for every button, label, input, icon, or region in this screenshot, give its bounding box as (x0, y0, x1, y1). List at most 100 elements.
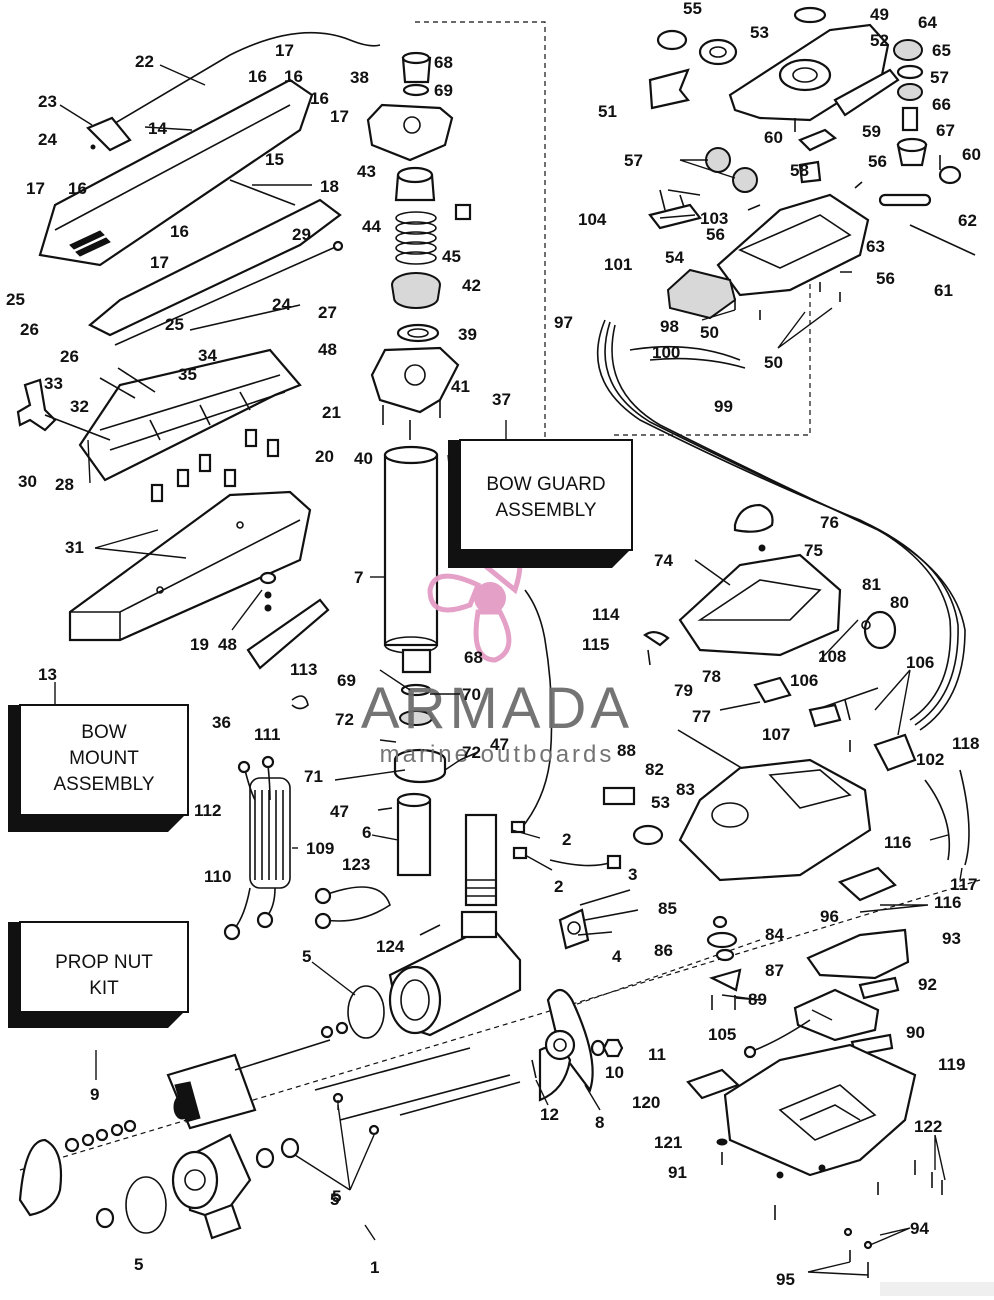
callout: 54 (665, 248, 684, 267)
callout: 77 (692, 707, 711, 726)
callout: 24 (38, 130, 57, 149)
prop-nut-kit-box: PROP NUT KIT (8, 921, 189, 1028)
callout: 76 (820, 513, 839, 532)
callout: 121 (654, 1133, 682, 1152)
callout: 57 (930, 68, 949, 87)
callout: 111 (254, 725, 281, 744)
callout: 44 (362, 217, 381, 236)
callout: 105 (708, 1025, 736, 1044)
leader-lines (54, 64, 963, 1276)
callout: 12 (540, 1105, 559, 1124)
callout: 5 (302, 947, 311, 966)
callout: 106 (790, 671, 818, 690)
callout: 43 (357, 162, 376, 181)
callout: 17 (275, 41, 294, 60)
callout: 93 (942, 929, 961, 948)
propeller-logo (427, 531, 523, 663)
callout: 26 (60, 347, 79, 366)
watermark-brand: ARMADA (361, 676, 633, 741)
callout: 32 (70, 397, 89, 416)
callout: 52 (870, 31, 889, 50)
callout: 71 (304, 767, 323, 786)
callout: 16 (310, 89, 329, 108)
callout: 34 (198, 346, 217, 365)
callout: 98 (660, 317, 679, 336)
bow-guard-line-1: BOW GUARD (486, 474, 605, 495)
callout: 110 (204, 867, 231, 886)
callout: 68 (464, 648, 483, 667)
bow-guard-line-2: ASSEMBLY (495, 500, 596, 521)
callout: 104 (578, 210, 607, 229)
callout-labels: 1 2 2 3 4 5 5 5 5 6 7 8 9 10 11 12 13 14… (6, 0, 981, 1289)
callout: 114 (592, 605, 620, 624)
callout: 13 (38, 665, 57, 684)
prop-nut-line-1: PROP NUT (55, 952, 153, 973)
callout: 42 (462, 276, 481, 295)
callout: 84 (765, 925, 784, 944)
callout: 70 (462, 685, 481, 704)
callout: 10 (605, 1063, 624, 1082)
callout: 17 (150, 253, 169, 272)
callout: 55 (683, 0, 702, 18)
callout: 16 (170, 222, 189, 241)
harness-parts (223, 695, 309, 941)
callout: 21 (322, 403, 341, 422)
callout: 35 (178, 365, 197, 384)
control-head-parts (602, 503, 970, 1010)
callout: 69 (434, 81, 453, 100)
callout: 5 (134, 1255, 143, 1274)
callout: 89 (748, 990, 767, 1009)
callout: 51 (598, 102, 617, 121)
callout: 85 (658, 899, 677, 918)
callout: 58 (790, 161, 809, 180)
callout: 40 (354, 449, 373, 468)
mount-assembly-parts (16, 31, 381, 670)
callout: 79 (674, 681, 693, 700)
callout: 48 (318, 340, 337, 359)
callout: 81 (862, 575, 881, 594)
callout: 88 (617, 741, 636, 760)
callout: 17 (26, 179, 45, 198)
callout: 124 (376, 937, 405, 956)
callout: 101 (604, 255, 632, 274)
callout: 116 (884, 833, 911, 852)
callout: 78 (702, 667, 721, 686)
callout: 95 (776, 1270, 795, 1289)
callout: 25 (6, 290, 25, 309)
callout: 116 (934, 893, 961, 912)
callout: 45 (442, 247, 461, 266)
callout: 38 (350, 68, 369, 87)
callout: 29 (292, 225, 311, 244)
callout: 25 (165, 315, 184, 334)
callout: 68 (434, 53, 453, 72)
callout: 18 (320, 177, 339, 196)
callout: 64 (918, 13, 937, 32)
callout: 69 (337, 671, 356, 690)
callout: 72 (335, 710, 354, 729)
callout: 37 (492, 390, 511, 409)
callout: 47 (330, 802, 349, 821)
callout: 22 (135, 52, 154, 71)
callout: 118 (952, 734, 979, 753)
callout: 19 (190, 635, 209, 654)
callout: 65 (932, 41, 951, 60)
bow-guard-assembly-box: BOW GUARD ASSEMBLY (448, 439, 633, 568)
callout: 90 (906, 1023, 925, 1042)
callout: 123 (342, 855, 370, 874)
prop-nut-line-2: KIT (89, 978, 119, 999)
callout: 80 (890, 593, 909, 612)
armada-watermark: ARMADA marine outboards (361, 531, 633, 768)
callout: 63 (866, 237, 885, 256)
callout: 24 (272, 295, 291, 314)
watermark-tagline: marine outboards (380, 741, 615, 768)
callout: 106 (906, 653, 934, 672)
callout: 11 (648, 1045, 666, 1064)
callout: 83 (676, 780, 695, 799)
callout: 47 (490, 735, 509, 754)
callout: 23 (38, 92, 57, 111)
callout: 17 (330, 107, 349, 126)
callout: 97 (554, 313, 573, 332)
callout: 28 (55, 475, 74, 494)
callout: 15 (265, 150, 284, 169)
